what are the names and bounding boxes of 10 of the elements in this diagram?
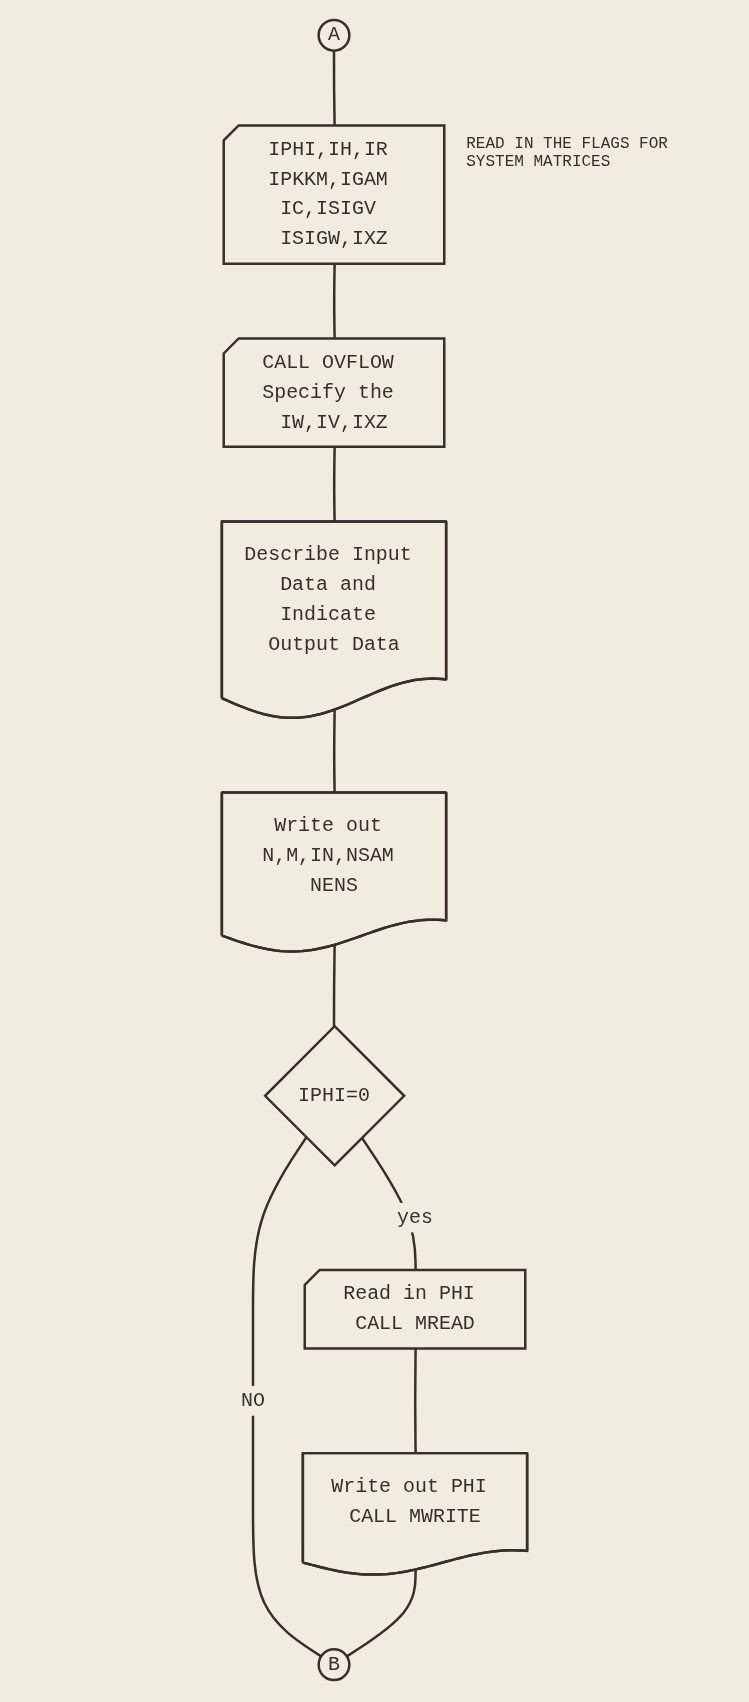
- node-circle: B: [317, 1648, 351, 1682]
- node-diamond: IPHI=0: [263, 1024, 406, 1168]
- edge-label: NO: [241, 1389, 265, 1413]
- connector: [413, 1349, 417, 1454]
- connector: [332, 945, 336, 1027]
- connector: [346, 1570, 417, 1658]
- node-caption: READ IN THE FLAGS FOR SYSTEM MATRICES: [466, 135, 669, 172]
- node-circle: A: [317, 18, 351, 52]
- edge-label: yes: [397, 1206, 433, 1229]
- connector: [251, 1136, 322, 1658]
